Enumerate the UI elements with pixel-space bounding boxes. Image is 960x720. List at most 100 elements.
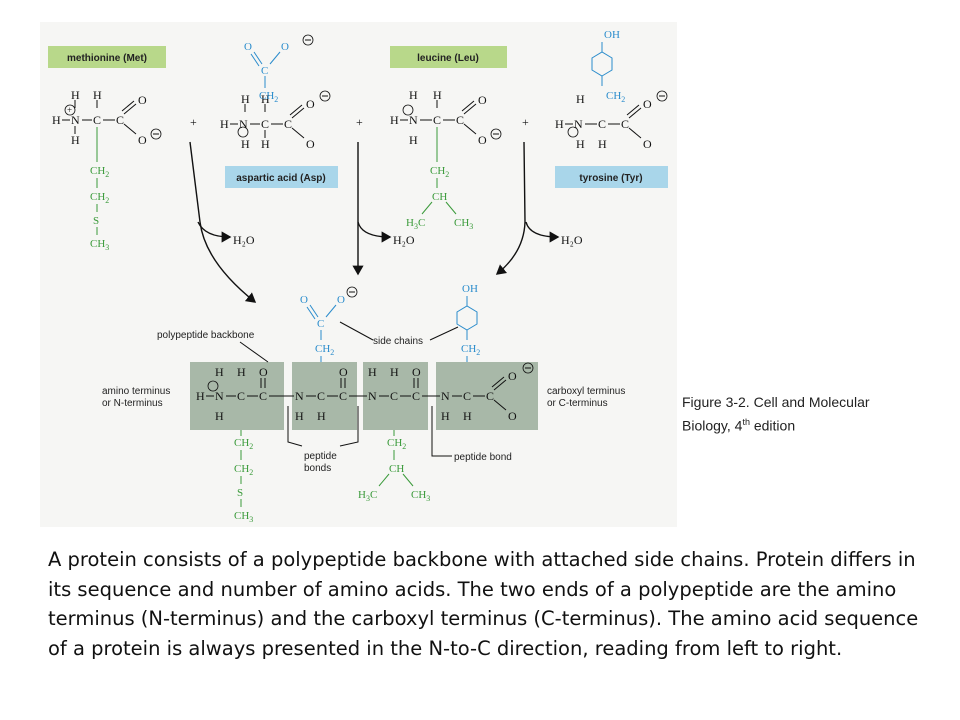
side-chain-leader-2 (429, 326, 459, 341)
svg-text:CH: CH (432, 191, 447, 203)
water-3: H₂O (561, 233, 583, 247)
peptide-bonds-label-1: peptide (304, 451, 337, 462)
svg-text:C: C (259, 389, 267, 403)
figure-caption: Figure 3-2. Cell and Molecular Biology, … (682, 392, 952, 436)
svg-text:CH3: CH3 (454, 217, 473, 231)
tyrosine-structure: H N H H C H C O O CH2 OH (555, 29, 668, 151)
svg-text:OH: OH (604, 29, 620, 41)
svg-text:H: H (71, 88, 80, 102)
svg-text:CH2: CH2 (234, 463, 253, 477)
svg-text:N: N (574, 117, 583, 131)
figure-svg: methionine (Met) leucine (Leu) aspartic … (48, 29, 668, 524)
svg-text:C: C (463, 389, 471, 403)
svg-text:O: O (259, 365, 268, 379)
svg-text:S: S (93, 215, 99, 227)
asp-label-box (225, 166, 338, 188)
svg-text:C: C (598, 117, 606, 131)
arrow-leu (495, 141, 526, 275)
svg-text:O: O (412, 365, 421, 379)
svg-text:O: O (306, 137, 315, 151)
caption-superscript: th (742, 417, 750, 427)
water-2: H₂O (393, 233, 415, 247)
svg-text:H: H (237, 365, 246, 379)
svg-text:C: C (456, 113, 464, 127)
description-paragraph: A protein consists of a polypeptide back… (48, 548, 919, 660)
svg-text:CH2: CH2 (259, 90, 278, 104)
svg-text:H: H (409, 88, 418, 102)
water-1: H₂O (233, 233, 255, 247)
svg-text:H: H (215, 409, 224, 423)
plus-sign-2: + (356, 115, 363, 129)
polypeptide-side-chains: CH2 CH2 S CH3 CH2 C O O CH2 CH H3C CH3 C… (234, 283, 480, 524)
svg-text:O: O (281, 41, 289, 53)
svg-text:H: H (295, 409, 304, 423)
svg-text:C: C (317, 318, 324, 330)
leucine-structure: H N H H C H C O O CH2 CH H3C CH3 (390, 88, 502, 231)
svg-text:O: O (300, 294, 308, 306)
svg-text:CH2: CH2 (234, 437, 253, 451)
caption-line-1: Figure 3-2. Cell and Molecular (682, 394, 870, 410)
svg-text:H: H (576, 137, 585, 151)
svg-text:H: H (441, 409, 450, 423)
svg-text:N: N (368, 389, 377, 403)
svg-text:H3C: H3C (358, 489, 377, 503)
caption-line-2-text: Biology, 4 (682, 417, 743, 434)
svg-text:C: C (261, 65, 268, 77)
svg-text:CH2: CH2 (315, 343, 334, 357)
svg-text:CH2: CH2 (90, 191, 109, 205)
peptide-bond-label: peptide bond (454, 452, 512, 463)
leu-label-box (390, 46, 507, 68)
caption-line-2-end: edition (749, 417, 796, 434)
peptide-bond-bracket-3 (431, 406, 452, 457)
svg-text:H: H (576, 92, 585, 106)
svg-text:H: H (71, 133, 80, 147)
plus-sign-3: + (522, 115, 529, 129)
svg-text:CH2: CH2 (430, 165, 449, 179)
svg-text:C: C (237, 389, 245, 403)
tyr-label-box (555, 166, 668, 188)
svg-text:C: C (390, 389, 398, 403)
svg-text:O: O (508, 369, 517, 383)
leu-label: leucine (Leu) (417, 53, 479, 64)
tyr-label: tyrosine (Tyr) (579, 173, 642, 184)
svg-text:S: S (237, 487, 243, 499)
side-chains-label: side chains (373, 336, 423, 347)
svg-text:H: H (463, 409, 472, 423)
svg-text:CH2: CH2 (461, 343, 480, 357)
svg-text:CH3: CH3 (90, 238, 109, 252)
svg-text:O: O (508, 409, 517, 423)
svg-text:C: C (261, 117, 269, 131)
carboxyl-terminus-label: carboxyl terminus (547, 386, 625, 397)
peptide-formation-figure: methionine (Met) leucine (Leu) aspartic … (40, 22, 677, 527)
svg-text:O: O (643, 137, 652, 151)
svg-text:O: O (306, 97, 315, 111)
svg-text:H: H (433, 88, 442, 102)
svg-text:H: H (52, 113, 61, 127)
svg-text:H3C: H3C (406, 217, 425, 231)
svg-text:C: C (284, 117, 292, 131)
side-chain-leader-1 (339, 321, 374, 341)
svg-text:N: N (295, 389, 304, 403)
svg-text:H: H (390, 113, 399, 127)
c-terminus-label: or C-terminus (547, 398, 608, 409)
n-terminus-label: or N-terminus (102, 398, 163, 409)
svg-text:+: + (67, 105, 72, 115)
polypeptide-backbone: H N H H C H C O N H C H C O N H C H C O (190, 362, 538, 430)
svg-text:O: O (339, 365, 348, 379)
svg-text:CH2: CH2 (90, 165, 109, 179)
polypeptide-backbone-label: polypeptide backbone (157, 330, 255, 341)
svg-text:C: C (339, 389, 347, 403)
svg-text:H: H (261, 92, 270, 106)
svg-text:O: O (478, 133, 487, 147)
svg-text:H: H (598, 137, 607, 151)
backbone-leader (239, 341, 269, 363)
svg-text:H: H (261, 137, 270, 151)
svg-text:O: O (643, 97, 652, 111)
svg-text:H: H (555, 117, 564, 131)
svg-text:O: O (337, 294, 345, 306)
svg-text:CH2: CH2 (387, 437, 406, 451)
svg-text:C: C (116, 113, 124, 127)
svg-text:CH3: CH3 (411, 489, 430, 503)
svg-text:C: C (412, 389, 420, 403)
svg-text:C: C (486, 389, 494, 403)
